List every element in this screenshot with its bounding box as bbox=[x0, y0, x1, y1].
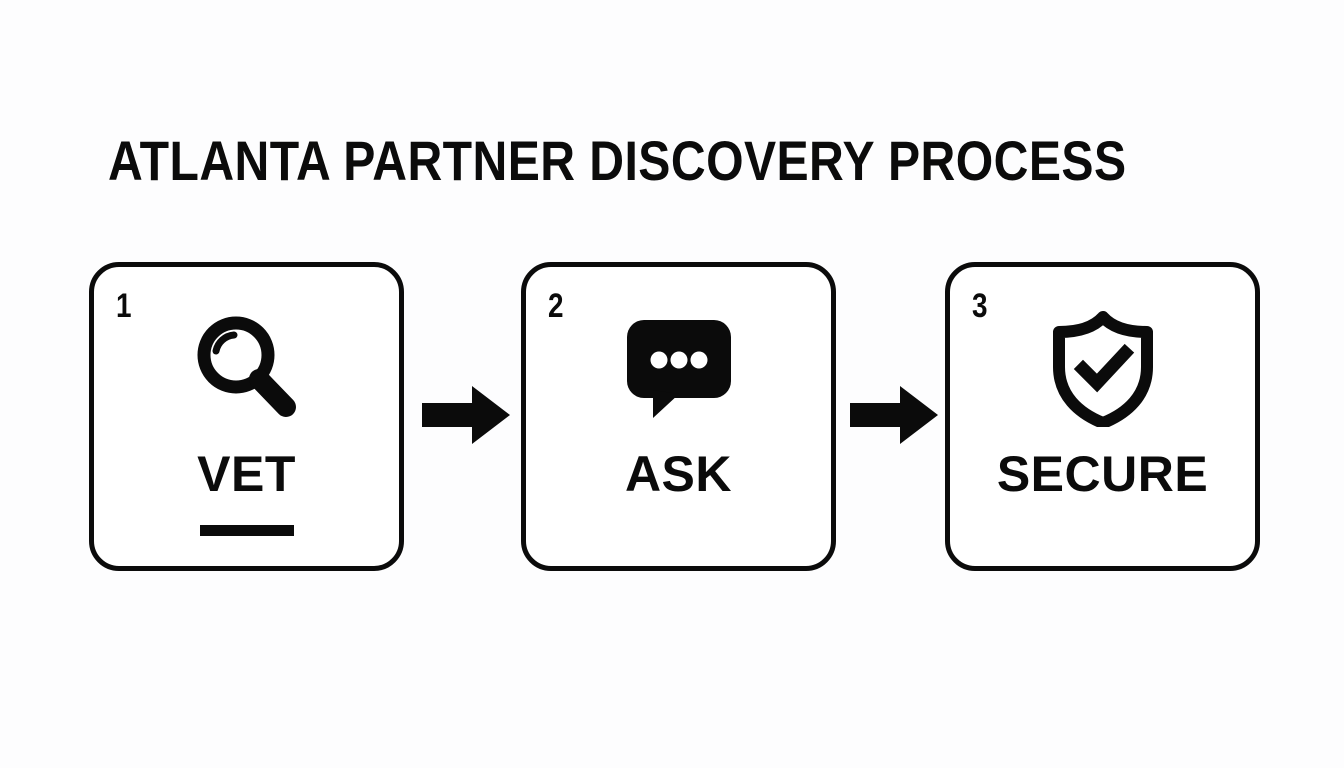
arrow-right-icon bbox=[850, 386, 938, 444]
step-label: SECURE bbox=[996, 446, 1209, 502]
step-number: 1 bbox=[116, 287, 132, 325]
process-step-card-vet[interactable]: 1 VET bbox=[89, 262, 404, 571]
process-step-card-secure[interactable]: 3 SECURE bbox=[945, 262, 1260, 571]
page-title: ATLANTA PARTNER DISCOVERY PROCESS bbox=[108, 129, 1127, 192]
arrow-right-icon bbox=[422, 386, 510, 444]
process-step-card-ask[interactable]: 2 ASK bbox=[521, 262, 836, 571]
shield-check-icon bbox=[950, 309, 1255, 429]
process-flow: 1 VET 2 bbox=[89, 262, 1260, 571]
step-label: VET bbox=[197, 446, 296, 502]
step-label: ASK bbox=[624, 446, 733, 502]
magnifying-glass-icon bbox=[94, 309, 399, 429]
speech-bubble-icon bbox=[526, 309, 831, 429]
step-number: 2 bbox=[548, 287, 564, 325]
step-accent-bar bbox=[199, 525, 294, 536]
step-number: 3 bbox=[972, 287, 988, 325]
